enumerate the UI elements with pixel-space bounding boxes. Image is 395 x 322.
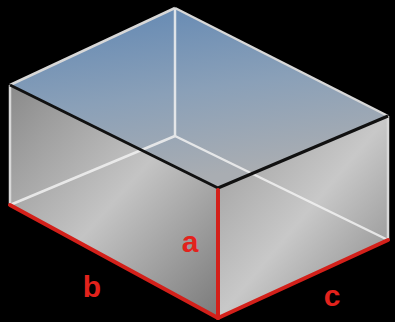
dimension-label: c: [324, 281, 341, 311]
hidden-edges: [10, 8, 388, 240]
top-face: [10, 8, 388, 188]
dimension-edges: [10, 190, 388, 318]
outer-edges: [10, 8, 388, 240]
dimension-label: b: [83, 272, 101, 302]
top-front-edges: [10, 85, 388, 188]
dimension-label: a: [182, 227, 199, 257]
